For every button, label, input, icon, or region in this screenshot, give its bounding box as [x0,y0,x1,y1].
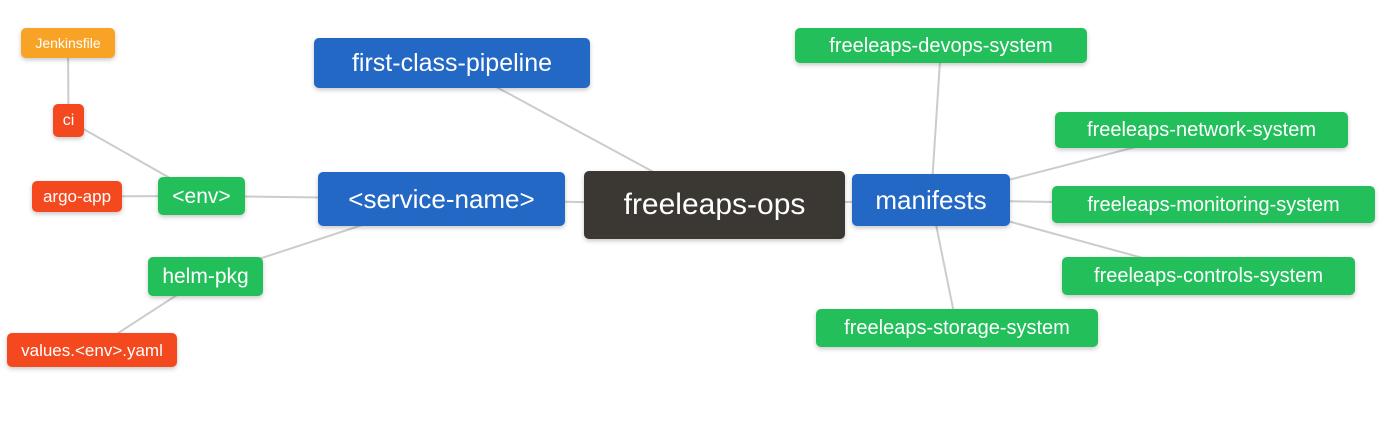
mindmap-node-manifests[interactable]: manifests [852,174,1010,226]
mindmap-node-storage-system[interactable]: freeleaps-storage-system [816,309,1098,347]
mindmap-node-argo-app[interactable]: argo-app [32,181,122,212]
mindmap-node-env[interactable]: <env> [158,177,245,215]
mindmap-node-devops-system[interactable]: freeleaps-devops-system [795,28,1087,63]
mindmap-node-monitoring-system[interactable]: freeleaps-monitoring-system [1052,186,1375,223]
mindmap-node-jenkinsfile[interactable]: Jenkinsfile [21,28,115,58]
mindmap-node-freeleaps-ops[interactable]: freeleaps-ops [584,171,845,239]
mindmap-node-values-env-yaml[interactable]: values.<env>.yaml [7,333,177,367]
mindmap-node-network-system[interactable]: freeleaps-network-system [1055,112,1348,148]
mindmap-node-helm-pkg[interactable]: helm-pkg [148,257,263,296]
mindmap-node-controls-system[interactable]: freeleaps-controls-system [1062,257,1355,295]
mindmap-node-ci[interactable]: ci [53,104,84,137]
mindmap-node-service-name[interactable]: <service-name> [318,172,565,226]
mindmap-node-first-class-pipeline[interactable]: first-class-pipeline [314,38,590,88]
